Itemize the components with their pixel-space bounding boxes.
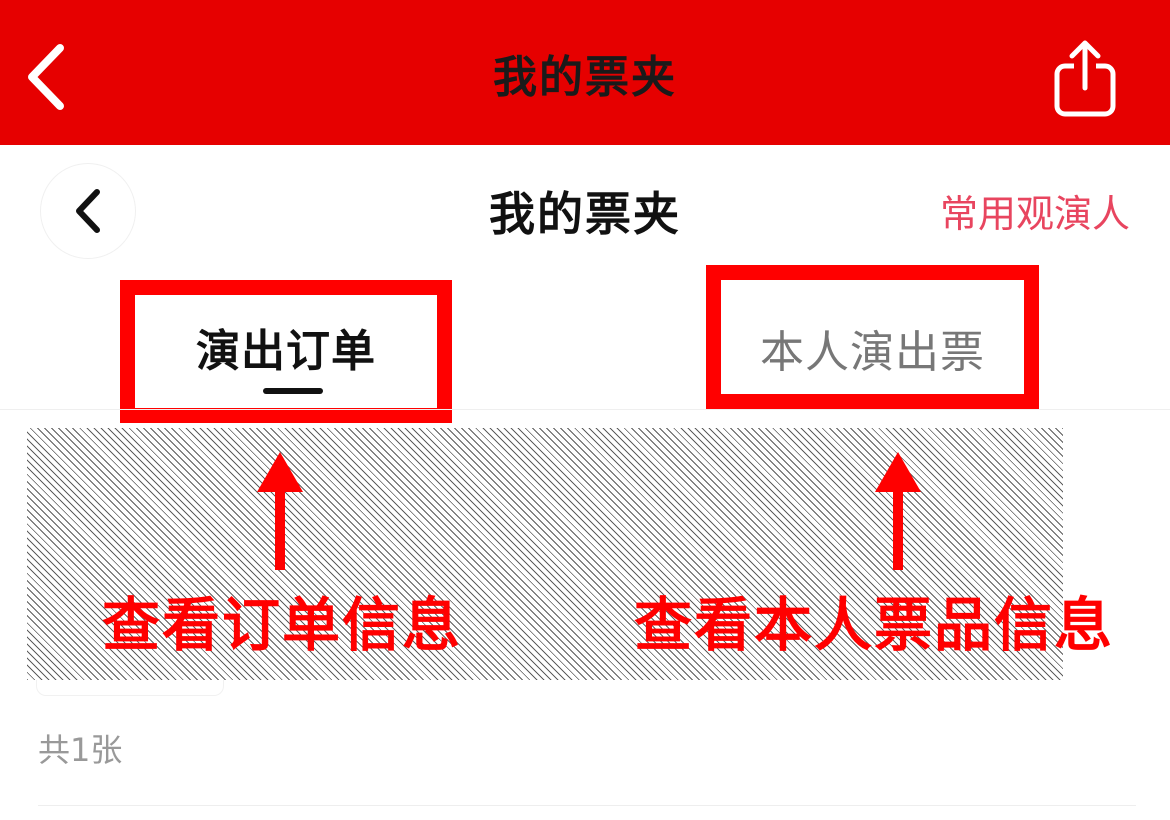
arrow-up-icon xyxy=(875,452,921,570)
chevron-left-icon xyxy=(76,189,100,233)
share-button[interactable] xyxy=(1052,38,1118,118)
tab-my-tickets[interactable]: 本人演出票 xyxy=(706,265,1039,409)
annotation-view-tickets: 查看本人票品信息 xyxy=(634,591,1115,659)
annotation-view-orders: 查看订单信息 xyxy=(102,591,463,659)
divider xyxy=(38,805,1136,806)
tab-label: 演出订单 xyxy=(196,326,376,377)
share-icon xyxy=(1054,40,1116,117)
ticket-card[interactable] xyxy=(36,680,224,696)
ticket-count: 共1张 xyxy=(38,731,123,769)
app-bar-title: 我的票夹 xyxy=(493,51,677,103)
arrow-up-icon xyxy=(257,452,303,570)
page-title: 我的票夹 xyxy=(489,187,681,241)
divider xyxy=(0,409,1170,410)
frequent-attendees-link[interactable]: 常用观演人 xyxy=(939,192,1130,236)
app-bar: 我的票夹 xyxy=(0,0,1170,145)
page-header: 我的票夹 常用观演人 xyxy=(0,145,1170,280)
active-tab-indicator xyxy=(263,388,323,394)
tab-label: 本人演出票 xyxy=(760,327,985,378)
tab-performance-orders[interactable]: 演出订单 xyxy=(120,280,452,423)
header-back-button[interactable] xyxy=(40,163,136,259)
back-button[interactable] xyxy=(22,42,72,112)
chevron-left-icon xyxy=(28,44,64,110)
